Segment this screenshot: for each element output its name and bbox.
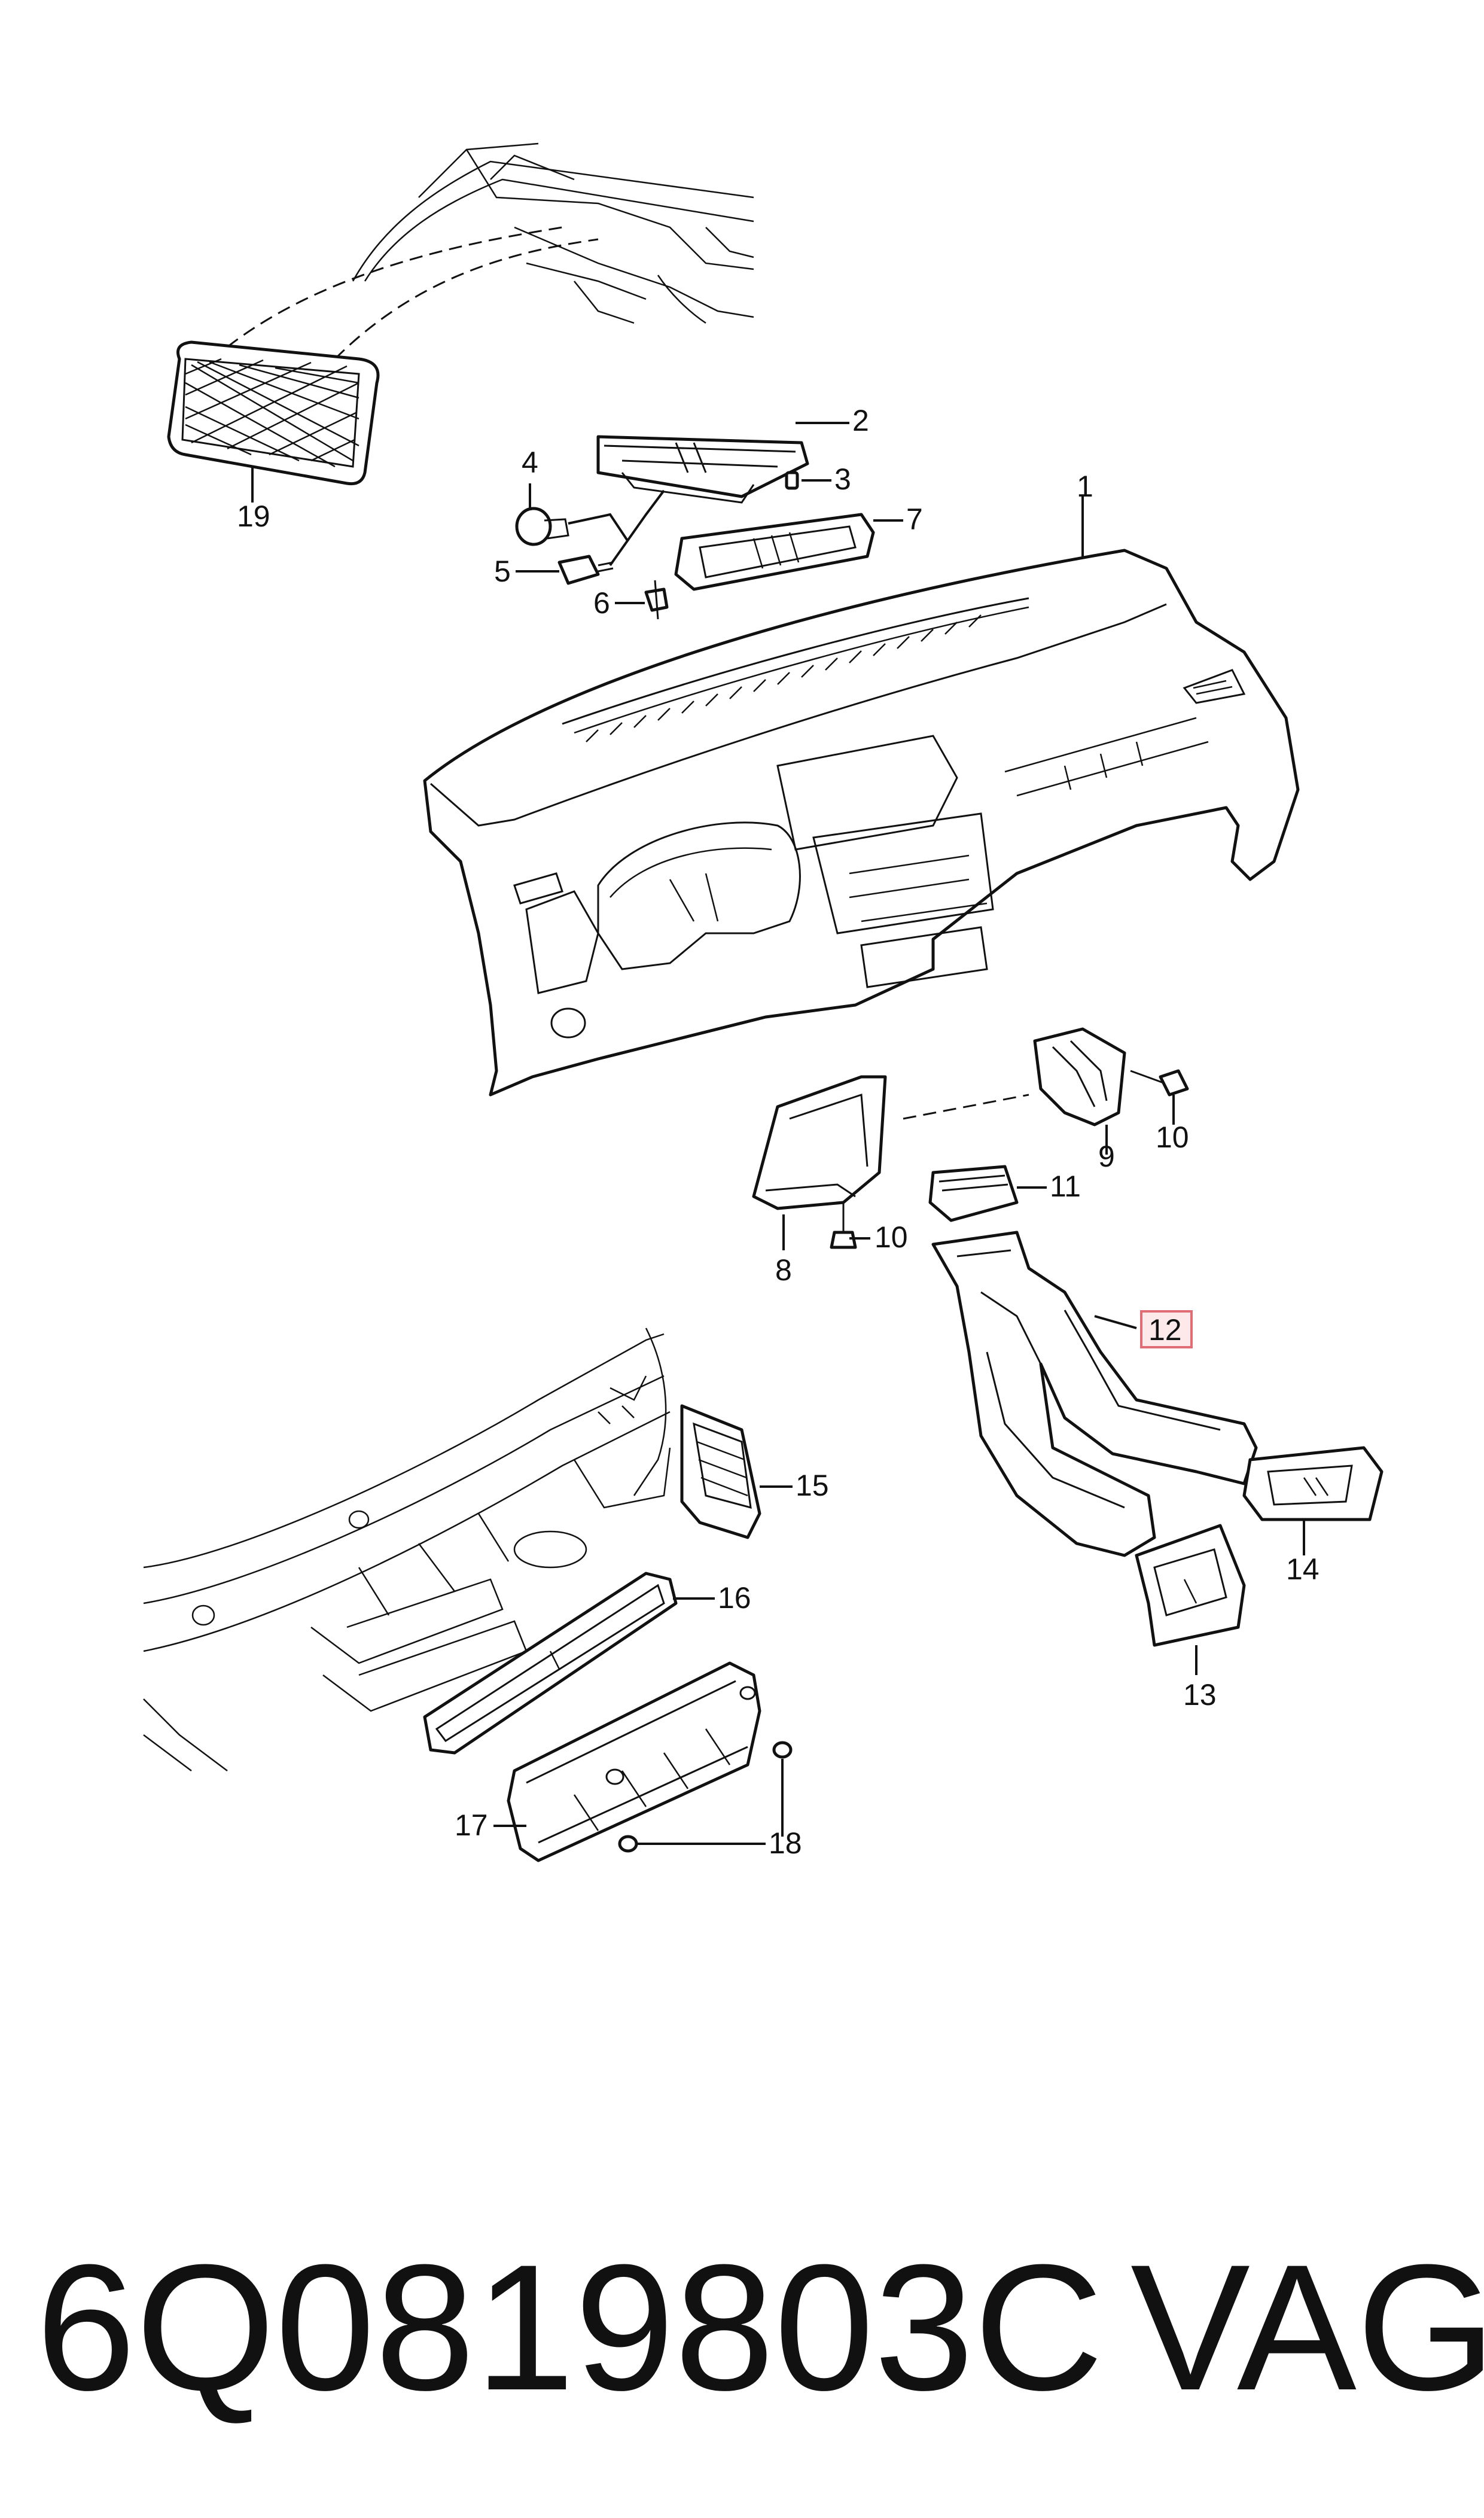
part-15-side-vent: [680, 1404, 761, 1539]
part-18-nuts: [618, 1741, 793, 1853]
part-10-screw-lower: [830, 1202, 857, 1249]
guide-line-19b: [334, 238, 599, 360]
callout-2: 2: [852, 404, 869, 437]
callout-3: 3: [834, 462, 851, 496]
part-7-vent-housing: [674, 513, 875, 591]
part-1-dashboard: [423, 549, 1300, 1097]
callout-17: 17: [455, 1808, 488, 1842]
callout-19: 19: [237, 500, 270, 533]
part-number-label: 6Q0819803C: [36, 2227, 1104, 2428]
leader-5b: [609, 489, 665, 567]
callout-6: 6: [593, 586, 610, 620]
callout-7: 7: [906, 503, 923, 536]
guide-line-8-9: [903, 1094, 1029, 1120]
part-6-clip: [644, 580, 669, 620]
callout-1: 1: [1077, 470, 1093, 503]
part-5-plug: [557, 555, 614, 585]
part-3-clip: [785, 471, 799, 490]
callout-11: 11: [1050, 1170, 1081, 1203]
callout-16: 16: [718, 1581, 751, 1615]
leader-12: [1094, 1315, 1137, 1329]
exploded-parts-diagram: 1 2 3 4 5 6 7 8 9 10 10 11 12 13 14 15 1…: [143, 142, 1384, 1862]
part-8-bracket: [752, 1075, 887, 1210]
callout-15: 15: [796, 1469, 829, 1502]
callout-8: 8: [775, 1253, 792, 1287]
callout-13: 13: [1183, 1678, 1217, 1712]
part-14-outlet: [1242, 1446, 1384, 1521]
part-9-bracket: [1033, 1027, 1126, 1126]
part-4-knob: [515, 507, 569, 546]
brand-label: VAG: [1130, 2227, 1484, 2428]
callout-12: 12: [1148, 1313, 1182, 1347]
part-11-vent: [928, 1165, 1019, 1222]
part-10-screw-upper: [1130, 1069, 1189, 1097]
part-19-filter: [167, 340, 380, 486]
callout-12-highlight-box: [1140, 1310, 1193, 1348]
callout-4: 4: [522, 446, 538, 479]
body-frame-drawing: [143, 1327, 671, 1771]
callout-5: 5: [494, 555, 511, 588]
callout-9: 9: [1098, 1140, 1115, 1173]
leader-4b: [568, 513, 629, 543]
part-12-air-duct: [931, 1231, 1258, 1557]
cowl-panel-drawing: [352, 142, 754, 324]
part-16-seal: [423, 1572, 678, 1755]
part-17-lower-panel: [507, 1661, 761, 1862]
callout-18: 18: [769, 1826, 802, 1860]
callout-10b: 10: [874, 1220, 908, 1254]
callout-10a: 10: [1156, 1121, 1189, 1154]
callout-14: 14: [1286, 1552, 1320, 1586]
part-2-upper-duct: [596, 435, 809, 504]
part-13-outlet: [1135, 1524, 1246, 1647]
